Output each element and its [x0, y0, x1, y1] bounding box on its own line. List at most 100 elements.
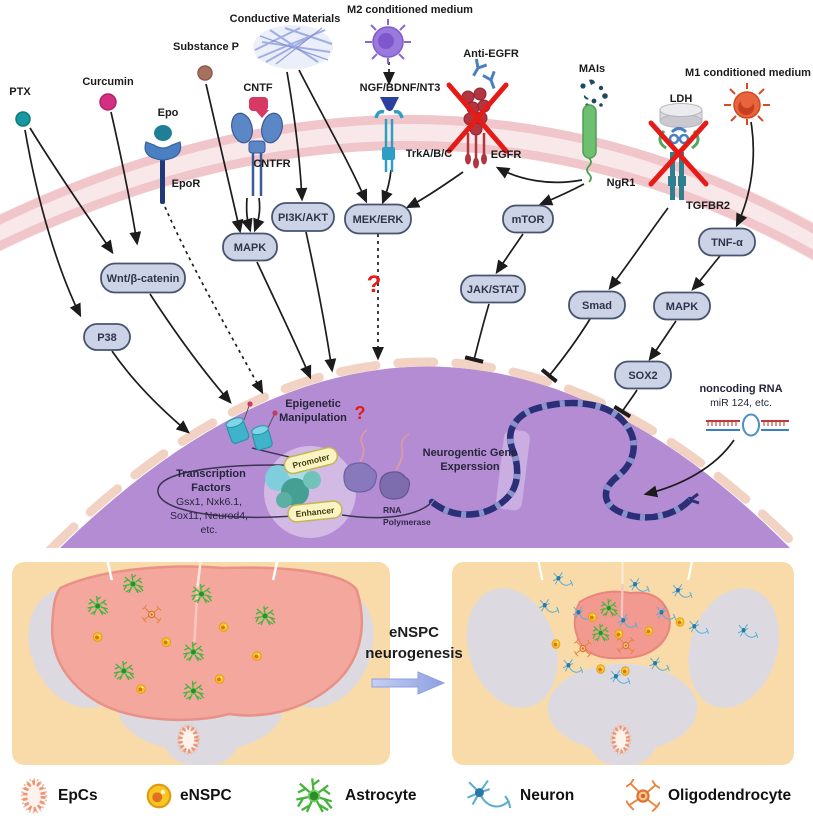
- transition-label: eNSPC neurogenesis: [358, 622, 470, 664]
- gene-expression-line1: Neurogentic Gene: [423, 447, 518, 459]
- node-mapk-left: MAPK: [222, 232, 278, 262]
- node-mtor: mTOR: [502, 204, 554, 234]
- svg-text:Wnt/β-catenin: Wnt/β-catenin: [107, 273, 180, 285]
- svg-text:MEK/ERK: MEK/ERK: [353, 214, 404, 226]
- promoter-tag: Promoter: [283, 446, 339, 475]
- anti-egfr-label: Anti-EGFR: [463, 48, 519, 60]
- ldh-icon: [659, 103, 703, 128]
- lesion-area: [50, 565, 364, 722]
- egfr-label: EGFR: [491, 149, 522, 161]
- mais-label: MAIs: [579, 63, 605, 75]
- svg-text:P38: P38: [97, 332, 117, 344]
- spinal-cord-after-panel: [452, 562, 794, 765]
- epor-label: EpoR: [172, 178, 201, 190]
- legend-item-neuron: Neuron: [464, 772, 574, 820]
- mais-icon: [580, 79, 608, 107]
- tf-line1: Transcription: [176, 468, 246, 480]
- epigenetic-line1: Epigenetic: [285, 398, 341, 410]
- svg-text:TNF-α: TNF-α: [711, 237, 743, 249]
- legend-item-epcs: EpCs: [18, 772, 98, 820]
- m2-medium-label: M2 conditioned medium: [347, 4, 473, 16]
- histone-icon: [225, 401, 278, 451]
- lesion-area-small: [573, 590, 671, 660]
- m1-medium-label: M1 conditioned medium: [685, 67, 811, 79]
- substance-p-label: Substance P: [173, 41, 239, 53]
- transition-label-line2: neurogenesis: [365, 645, 463, 662]
- gene-expression-line2: Experssion: [440, 461, 500, 473]
- dorsal-notches: [106, 562, 279, 581]
- noncoding-rna: noncoding RNA miR 124, etc.: [699, 383, 789, 437]
- dorsal-notches: [537, 562, 693, 581]
- ptx-label: PTX: [9, 86, 31, 98]
- ngf-bdnf-nt3-label: NGF/BDNF/NT3: [360, 82, 441, 94]
- svg-text:Smad: Smad: [582, 300, 612, 312]
- svg-text:SOX2: SOX2: [628, 370, 657, 382]
- anti-egfr-antibody-icon: [472, 58, 496, 89]
- node-sox2: SOX2: [614, 360, 672, 390]
- legend-item-astrocyte: Astrocyte: [291, 772, 417, 820]
- node-mapk-right: MAPK: [653, 291, 711, 321]
- median-fissure: [196, 562, 202, 588]
- legend-label-astrocyte: Astrocyte: [345, 787, 417, 804]
- conductive-materials-label: Conductive Materials: [230, 13, 341, 25]
- ngr1-receptor-icon: [582, 104, 597, 183]
- node-mek-erk: MEK/ERK: [344, 203, 412, 235]
- gray-matter: [466, 588, 780, 765]
- noncoding-rna-line1: noncoding RNA: [699, 383, 782, 395]
- tf-line5: etc.: [201, 524, 218, 536]
- epcs-icon: [18, 775, 50, 817]
- epigenetic-question-mark: ?: [355, 403, 366, 423]
- epo-receptor-icon: [144, 125, 182, 204]
- svg-text:Enhancer: Enhancer: [295, 505, 335, 519]
- curcumin-label: Curcumin: [82, 76, 134, 88]
- tf-line3: Gsx1, Nxk6.1,: [176, 496, 242, 508]
- legend-label-neuron: Neuron: [520, 787, 575, 804]
- enspc-icon: [146, 783, 172, 809]
- node-tnf-alpha: TNF-α: [698, 227, 756, 257]
- legend-label-epcs: EpCs: [58, 787, 98, 804]
- enhancer-tag: Enhancer: [287, 500, 343, 523]
- rna-polymerase-line1: RNA: [383, 505, 401, 515]
- rna-polymerase-line2: Polymerase: [383, 517, 431, 527]
- legend-item-oligodendrocyte: Oligodendrocyte: [626, 772, 791, 820]
- curcumin-ligand-icon: [99, 93, 117, 111]
- legend-item-enspc: eNSPC: [146, 772, 232, 820]
- node-jak-stat: JAK/STAT: [460, 274, 526, 304]
- tgfbr2-receptor-icon: [648, 120, 709, 200]
- node-pi3k-akt: PI3K/AKT: [271, 202, 335, 232]
- svg-text:PI3K/AKT: PI3K/AKT: [278, 212, 328, 224]
- mek-unknown-question-mark: ?: [367, 271, 382, 298]
- epigenetic-line2: Manipulation: [279, 412, 347, 424]
- neuron-icon: [466, 779, 512, 810]
- egfr-blocked-x-icon: [446, 82, 509, 154]
- pathway-diagram: PTX Curcumin Substance P Epo CNTF Conduc…: [0, 4, 813, 548]
- lesion-crack: [193, 586, 199, 643]
- ptx-ligand-icon: [15, 111, 31, 127]
- svg-text:mTOR: mTOR: [512, 214, 545, 226]
- oligodendrocyte-icon: [626, 779, 660, 813]
- transition-label-line1: eNSPC: [388, 624, 440, 641]
- legend-label-enspc: eNSPC: [180, 787, 232, 804]
- cntf-label: CNTF: [243, 82, 273, 94]
- tgfbr2-label: TGFBR2: [686, 200, 730, 212]
- ngr1-label: NgR1: [607, 177, 636, 189]
- tgfbr2-blocked-x-icon: [648, 120, 709, 187]
- conductive-materials-icon: [253, 25, 333, 69]
- m2-macrophage-icon: [365, 19, 411, 64]
- trk-label: TrkA/B/C: [406, 148, 453, 160]
- legend-label-oligodendrocyte: Oligodendrocyte: [668, 787, 792, 804]
- noncoding-rna-icon: [706, 413, 789, 437]
- epo-label: Epo: [158, 107, 179, 119]
- rna-polymerase-icon: [343, 429, 411, 500]
- noncoding-rna-line2: miR 124, etc.: [710, 397, 772, 409]
- m1-macrophage-icon: [724, 83, 770, 125]
- node-wnt-b-catenin: Wnt/β-catenin: [100, 262, 186, 294]
- cntfr-label: CNTFR: [253, 158, 290, 170]
- astrocyte-icon: [295, 777, 333, 814]
- tf-line2: Factors: [191, 482, 231, 494]
- lesion-crack: [620, 583, 624, 621]
- transition-arrow-icon: [371, 671, 446, 695]
- nucleus-contents: Promoter Enhancer Epigenetic Manipulatio…: [157, 398, 700, 538]
- node-smad: Smad: [568, 290, 626, 320]
